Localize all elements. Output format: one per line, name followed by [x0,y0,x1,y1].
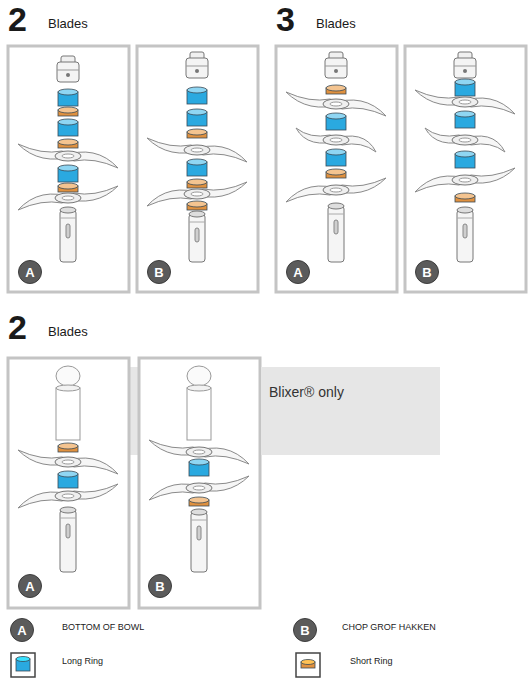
panel-frame [139,358,260,608]
badge-caption: CHOP GROF HAKKEN [342,622,436,632]
badge-letter: A [286,260,310,284]
panel-frame [8,358,129,608]
badge-letter: B [148,574,172,598]
legend-item: Short Ring [295,656,393,666]
letter-badge: A [18,260,42,284]
note-band: Blixer® only [261,367,440,455]
panel-frame [276,46,397,292]
legend-text: Long Ring [62,656,103,666]
badge-letter: A [18,260,42,284]
note-text: Blixer® only [269,384,344,400]
ring-swatch [10,652,36,678]
section-number: 2 [8,308,27,347]
blade-stack [149,366,249,572]
badge-letter: B [147,260,171,284]
ring-swatch [295,652,321,678]
legend-text: Short Ring [350,656,393,666]
section-number: 2 [8,0,27,39]
blade-stack [147,52,247,262]
badge-letter: B [293,618,317,642]
blade-stack [18,56,118,262]
letter-badge: B [415,260,439,284]
badge-letter: B [415,260,439,284]
badge-letter: A [18,574,42,598]
badge-caption: BOTTOM OF BOWL [62,622,144,632]
section-heading: Blades [48,17,88,32]
letter-badge: ABOTTOM OF BOWL [10,618,34,642]
section-heading: Blades [48,325,88,340]
letter-badge: A [18,574,42,598]
panel-frame [8,46,129,292]
badge-letter: A [10,618,34,642]
panel-frame [137,46,258,292]
blade-stack [415,52,515,262]
panel-frame [405,46,526,292]
letter-badge: B [148,574,172,598]
letter-badge: BCHOP GROF HAKKEN [293,618,317,642]
legend-item: Long Ring [10,656,103,666]
blade-stack [286,52,386,262]
letter-badge: A [286,260,310,284]
section-heading: Blades [316,17,356,32]
letter-badge: B [147,260,171,284]
blade-stack [18,366,118,572]
section-number: 3 [276,0,295,39]
